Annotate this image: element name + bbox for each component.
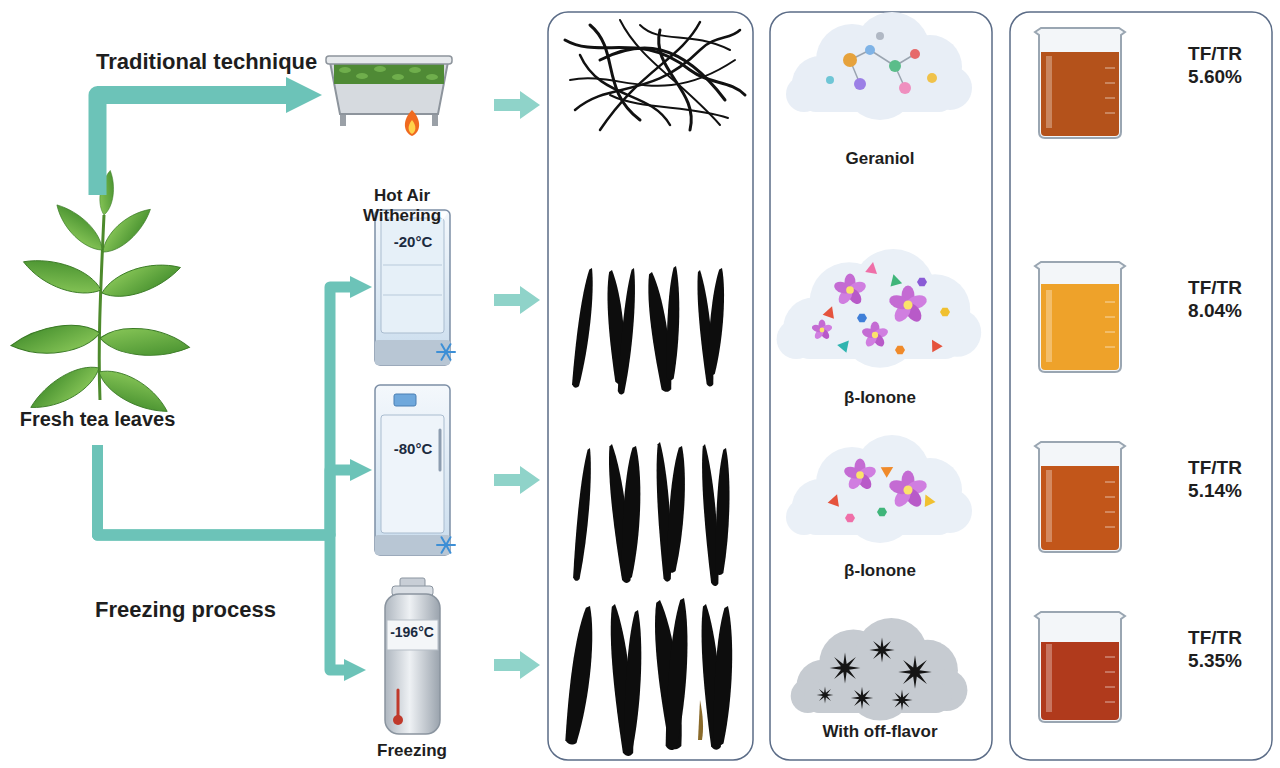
beaker xyxy=(1035,442,1125,552)
dried-leaves xyxy=(562,266,737,757)
node-label: -196°C xyxy=(366,624,458,641)
flow-arrow xyxy=(494,91,540,679)
freezer-node: -80°C xyxy=(372,382,454,558)
flow-arrow xyxy=(98,445,345,670)
node-label: β-Ionone xyxy=(785,561,975,581)
freezer xyxy=(375,385,455,555)
aroma-cloud xyxy=(786,12,972,120)
section-label: Traditional technique xyxy=(96,49,317,75)
node-label: β-Ionone xyxy=(785,388,975,408)
process-node: Hot Air Withering xyxy=(322,48,452,230)
off-flavor-cloud xyxy=(791,618,968,721)
panel xyxy=(548,12,1272,760)
tea-leaves xyxy=(9,169,191,420)
node-label: -20°C xyxy=(372,233,454,251)
aroma-node: With off-flavor xyxy=(785,620,975,745)
withering-tray xyxy=(326,56,452,136)
node-label: Fresh tea leaves xyxy=(0,407,195,431)
section-label: Freezing process xyxy=(95,597,276,623)
beaker-node: TF/TR 5.60% xyxy=(1028,25,1263,150)
leaf-node: Fresh tea leaves xyxy=(0,195,195,445)
beaker-node: TF/TR 8.04% xyxy=(1028,259,1263,384)
nitrogen-tank xyxy=(385,578,440,734)
beaker-node: TF/TR 5.14% xyxy=(1028,439,1263,564)
flow-arrow xyxy=(98,287,351,535)
aroma-cloud xyxy=(777,249,982,368)
node-label: TF/TR 5.14% xyxy=(1170,457,1260,503)
beaker-node: TF/TR 5.35% xyxy=(1028,609,1263,734)
dried-leaves xyxy=(565,20,745,130)
flow-arrow xyxy=(98,445,351,535)
tank-node: -196°C Freezing xyxy=(366,575,458,765)
aroma-cloud xyxy=(786,435,972,543)
aroma-node: β-Ionone xyxy=(785,240,975,410)
aroma-node: β-Ionone xyxy=(785,425,975,585)
node-label: TF/TR 5.60% xyxy=(1170,43,1260,89)
node-label: TF/TR 5.35% xyxy=(1170,627,1260,673)
flow-arrow xyxy=(98,95,287,195)
node-label: TF/TR 8.04% xyxy=(1170,277,1260,323)
node-label: Hot Air Withering xyxy=(352,186,452,227)
node-label: Freezing xyxy=(366,741,458,761)
beaker xyxy=(1035,28,1125,138)
beaker xyxy=(1035,612,1125,722)
node-label: With off-flavor xyxy=(785,722,975,742)
node-label: -80°C xyxy=(372,440,454,458)
node-label: Geraniol xyxy=(785,149,975,169)
aroma-node: Geraniol xyxy=(785,15,975,175)
freezer-node: -20°C xyxy=(372,207,454,367)
beaker xyxy=(1035,262,1125,372)
